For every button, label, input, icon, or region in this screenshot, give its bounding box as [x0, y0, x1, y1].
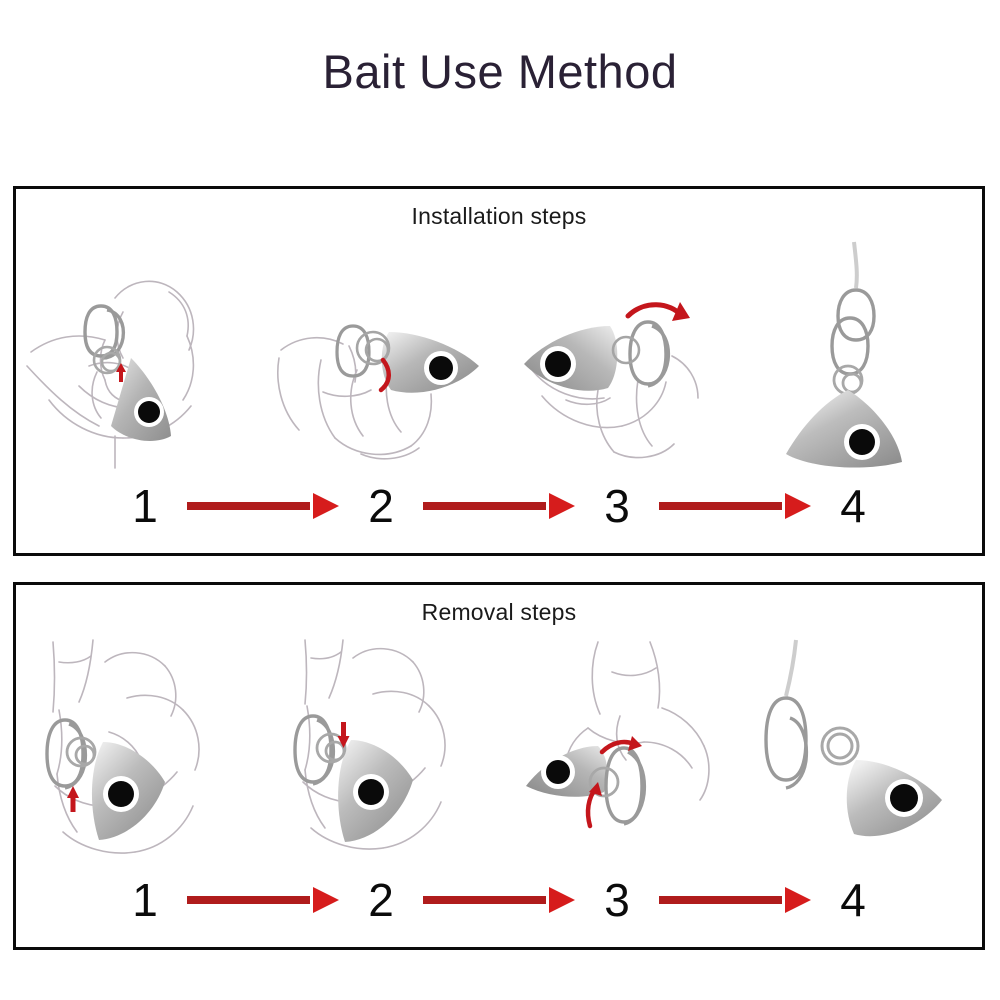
illustration-install-step-1: [19, 240, 254, 475]
red-rotation-arrow-head-icon: [589, 781, 603, 796]
illustration-removal-step-4: [744, 636, 979, 871]
panel-heading-installation: Installation steps: [411, 203, 587, 229]
illustration-install-step-4: [744, 240, 979, 475]
step-number-4: 4: [840, 480, 866, 532]
step-number-2: 2: [368, 480, 394, 532]
step-sequence-removal: 1 2 3 4: [16, 869, 982, 931]
arrow-head-icon: [312, 887, 339, 913]
page-title: Bait Use Method: [322, 45, 678, 98]
step-number-3: 3: [604, 874, 630, 926]
illustration-install-step-2: [261, 240, 496, 475]
red-rotation-arrow-head-icon: [628, 735, 643, 751]
red-direction-arrow-icon: [116, 362, 127, 382]
illustration-row-installation: [16, 237, 982, 477]
illustration-removal-step-1: [19, 636, 254, 871]
panel-heading-removal: Removal steps: [421, 599, 577, 625]
red-direction-arrow-icon: [378, 357, 391, 392]
arrow-shaft: [659, 896, 782, 904]
arrow-head-icon: [548, 493, 575, 519]
step-arrow-1-to-2: [173, 887, 353, 913]
arrow-head-icon: [312, 493, 339, 519]
illustration-removal-step-2: [261, 636, 496, 871]
arrow-head-icon: [784, 887, 811, 913]
step-number-1: 1: [132, 480, 158, 532]
arrow-shaft: [423, 502, 546, 510]
step-number-3: 3: [604, 480, 630, 532]
red-rotation-arrow-icon: [625, 301, 685, 318]
illustration-removal-step-3: [502, 636, 737, 871]
panel-installation-steps: Installation steps: [13, 186, 985, 556]
red-rotation-arrow-head-icon: [672, 301, 691, 321]
illustration-install-step-3: [502, 240, 737, 475]
step-arrow-3-to-4: [645, 887, 825, 913]
step-arrow-2-to-3: [409, 493, 589, 519]
arrow-head-icon: [784, 493, 811, 519]
arrow-shaft: [423, 896, 546, 904]
step-arrow-2-to-3: [409, 887, 589, 913]
arrow-shaft: [659, 502, 782, 510]
red-direction-arrow-icon: [67, 785, 80, 812]
step-number-2: 2: [368, 874, 394, 926]
arrow-shaft: [187, 896, 310, 904]
arrow-shaft: [187, 502, 310, 510]
illustration-row-removal: [16, 633, 982, 873]
step-arrow-3-to-4: [645, 493, 825, 519]
step-sequence-installation: 1 2 3 4: [16, 475, 982, 537]
arrow-head-icon: [548, 887, 575, 913]
red-direction-arrow-icon: [337, 721, 350, 748]
step-number-1: 1: [132, 874, 158, 926]
step-arrow-1-to-2: [173, 493, 353, 519]
panel-removal-steps: Removal steps: [13, 582, 985, 950]
step-number-4: 4: [840, 874, 866, 926]
